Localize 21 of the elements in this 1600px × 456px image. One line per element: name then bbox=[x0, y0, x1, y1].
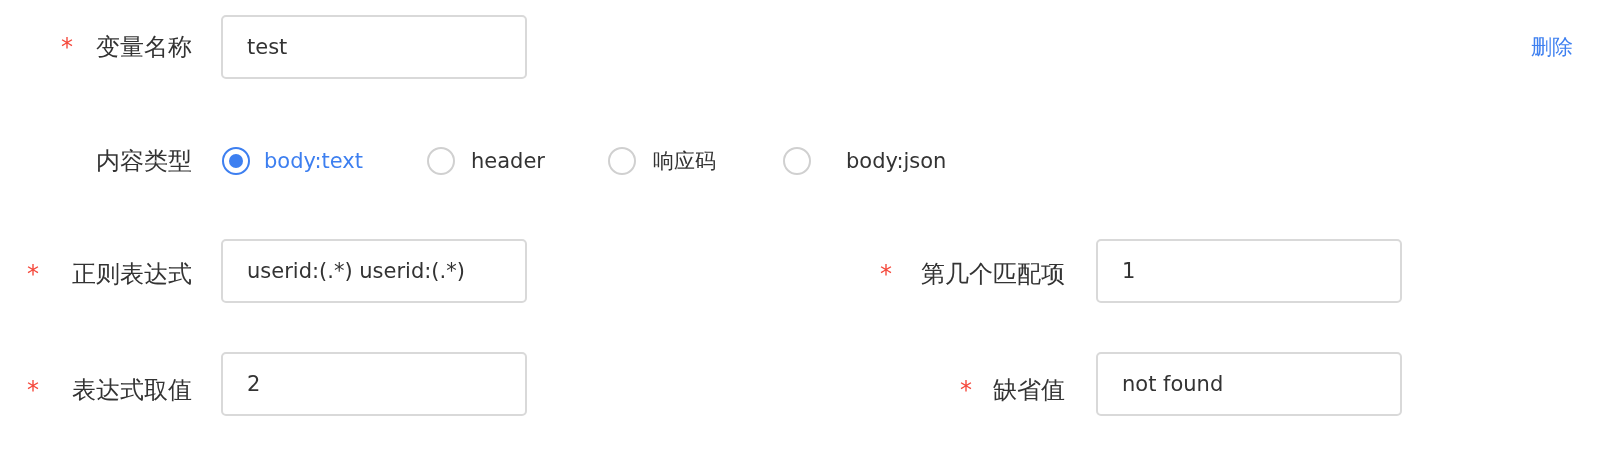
field-label: 内容类型 bbox=[96, 146, 192, 176]
required-mark: * bbox=[27, 259, 39, 289]
radio-option-label: body:text bbox=[264, 148, 363, 175]
required-mark: * bbox=[61, 32, 73, 62]
delete-link: 删除 bbox=[1531, 34, 1573, 61]
input-field: test bbox=[221, 15, 527, 79]
radio-option-label: 响应码 bbox=[653, 148, 716, 175]
radio-option-label: body:json bbox=[846, 148, 947, 175]
field-label: 正则表达式 bbox=[72, 259, 192, 289]
field-label: 表达式取值 bbox=[72, 375, 192, 405]
field-label: 缺省值 bbox=[993, 375, 1065, 405]
input-field: 2 bbox=[221, 352, 527, 416]
required-mark: * bbox=[880, 259, 892, 289]
field-label: 第几个匹配项 bbox=[921, 259, 1065, 289]
radio-option-label: header bbox=[471, 148, 545, 175]
input-field: 1 bbox=[1096, 239, 1402, 303]
required-mark: * bbox=[960, 375, 972, 405]
field-label: 变量名称 bbox=[96, 32, 192, 62]
input-field: not found bbox=[1096, 352, 1402, 416]
required-mark: * bbox=[27, 375, 39, 405]
input-field: userid:(.*) userid:(.*) bbox=[221, 239, 527, 303]
